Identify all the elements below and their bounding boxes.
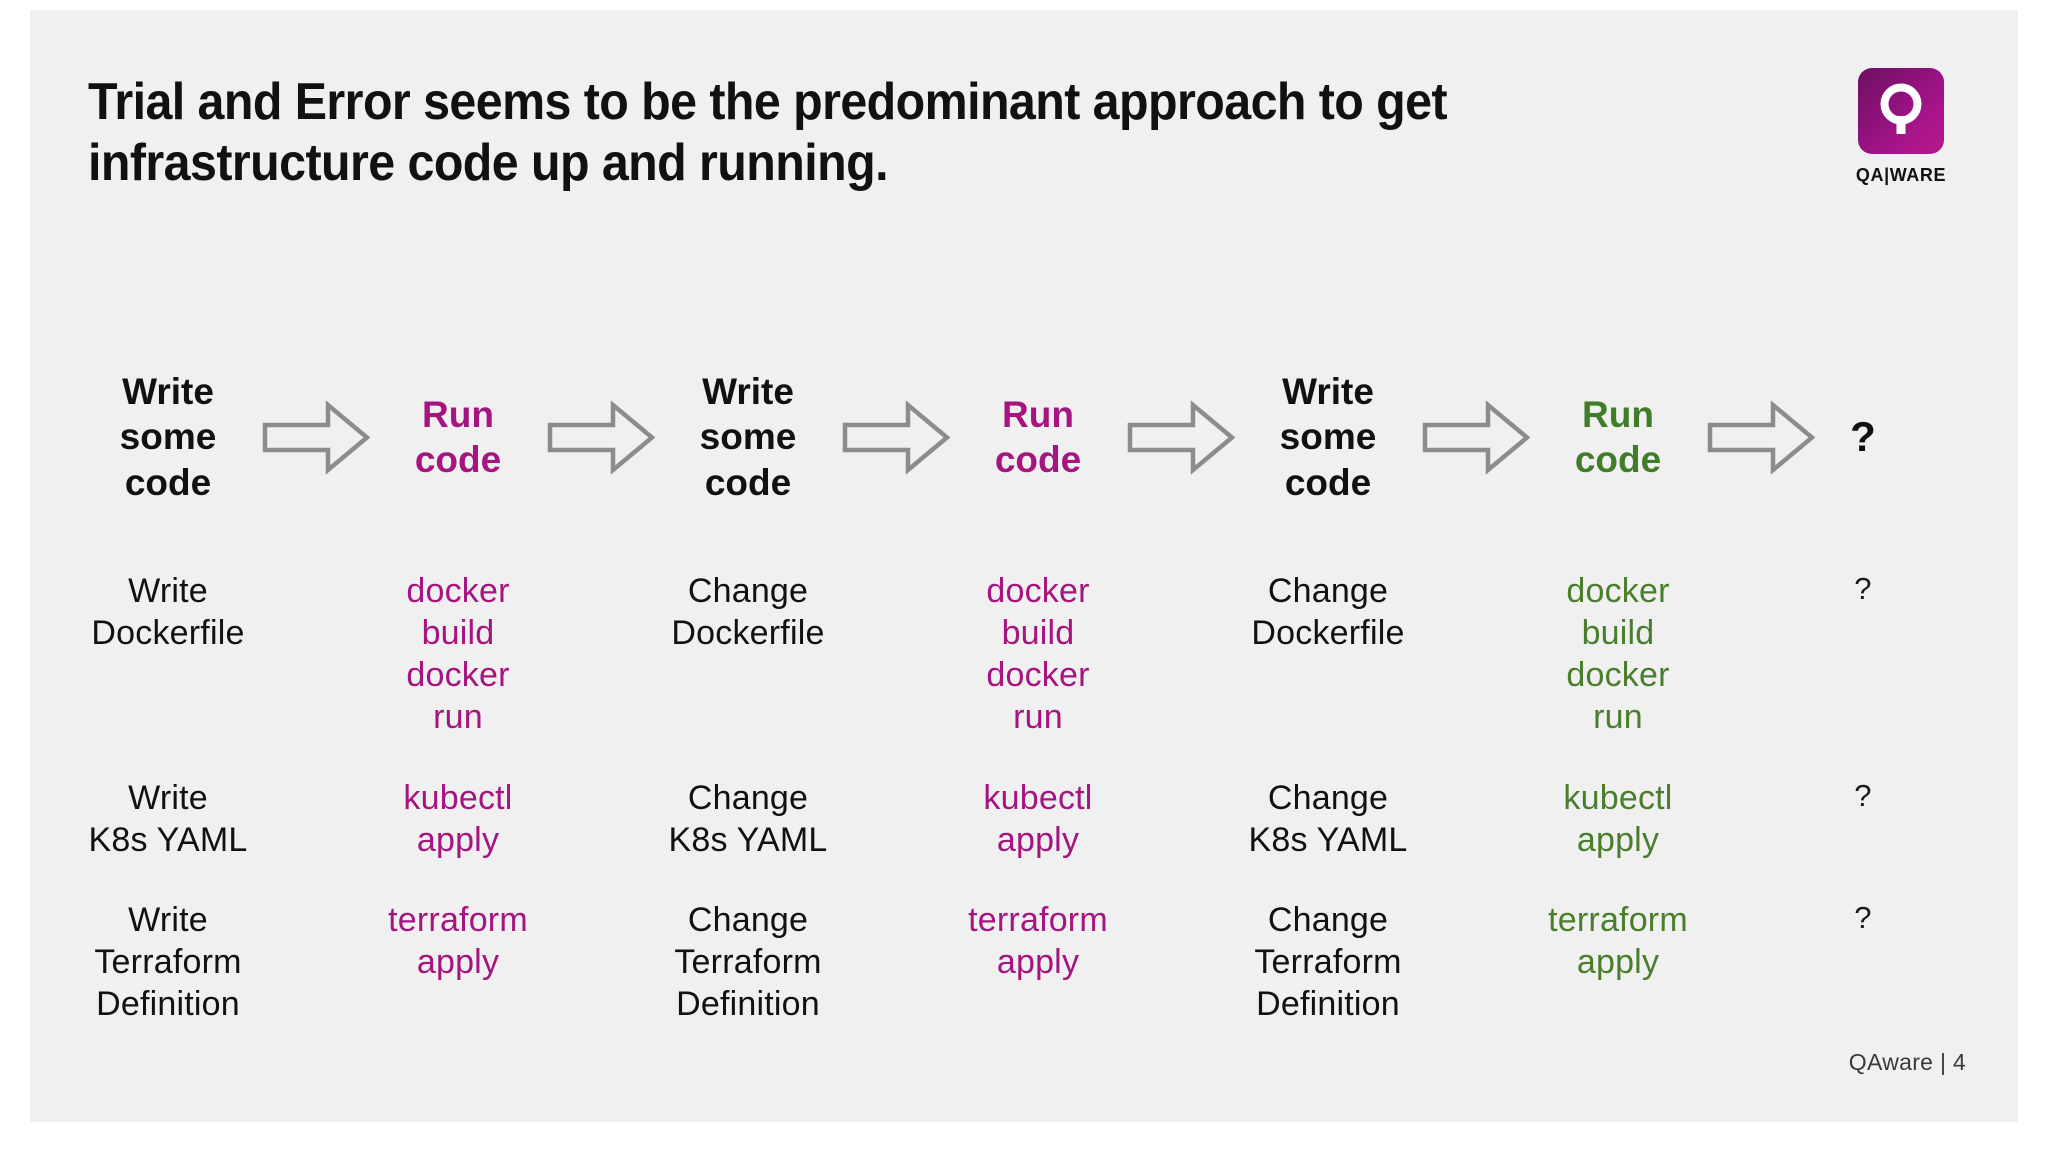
cell-docker-run-3: docker build docker run	[1566, 572, 1670, 737]
cell-docker-write-2: Change Dockerfile	[671, 572, 825, 653]
cell-terraform-write-1: Write Terraform Definition	[94, 900, 242, 1024]
cell-docker-run-1: docker build docker run	[406, 572, 510, 737]
cell-k8s-run-1: kubectl apply	[403, 778, 513, 859]
arrow-right-icon	[533, 399, 668, 475]
arrow-right-icon	[1113, 399, 1248, 475]
table-row: Write Terraform Definition terraform app…	[88, 899, 2018, 1025]
arrow-right-icon	[248, 399, 383, 475]
cell-terraform-run-2: terraform apply	[968, 900, 1108, 982]
qaware-logo-icon	[1858, 68, 1944, 154]
cell-k8s-write-1: Write K8s YAML	[88, 778, 248, 859]
cell-terraform-run-3: terraform apply	[1548, 900, 1688, 982]
arrow-right-icon	[1693, 399, 1828, 475]
cell-k8s-question: ?	[1854, 777, 1872, 813]
slide-canvas: Trial and Error seems to be the predomin…	[30, 10, 2018, 1122]
cell-terraform-write-2: Change Terraform Definition	[674, 900, 822, 1024]
cell-k8s-run-2: kubectl apply	[983, 778, 1093, 859]
flow-step-run-1: Run code	[414, 393, 502, 481]
arrow-right-icon	[1408, 399, 1543, 475]
flow-step-run-2: Run code	[994, 393, 1082, 481]
flow-step-write-2: Write some code	[699, 370, 797, 503]
cell-k8s-write-2: Change K8s YAML	[668, 778, 828, 859]
cell-docker-write-3: Change Dockerfile	[1251, 572, 1405, 653]
cell-k8s-run-3: kubectl apply	[1563, 778, 1673, 859]
table-row: Write K8s YAML kubectl apply Change K8s …	[88, 777, 2018, 861]
cell-terraform-write-3: Change Terraform Definition	[1254, 900, 1402, 1024]
flow-step-run-3: Run code	[1574, 393, 1662, 481]
cell-docker-run-2: docker build docker run	[986, 572, 1090, 737]
cell-docker-question: ?	[1854, 571, 1872, 606]
page-title: Trial and Error seems to be the predomin…	[88, 73, 1448, 193]
examples-grid: Write Dockerfile docker build docker run…	[88, 570, 2018, 1063]
arrow-right-icon	[828, 399, 963, 475]
cell-terraform-run-1: terraform apply	[388, 900, 528, 982]
table-row: Write Dockerfile docker build docker run…	[88, 570, 2018, 739]
flow-step-write-3: Write some code	[1279, 370, 1377, 503]
brand-wordmark: QA|WARE	[1855, 165, 1947, 185]
cell-docker-write-1: Write Dockerfile	[91, 572, 245, 653]
cell-k8s-write-3: Change K8s YAML	[1248, 778, 1408, 859]
brand-logo: QA|WARE	[1836, 68, 1966, 186]
process-flow: Write some code Run code Write some code…	[88, 362, 1968, 512]
cell-terraform-question: ?	[1854, 899, 1872, 935]
flow-step-write-1: Write some code	[119, 370, 217, 503]
flow-step-question: ?	[1850, 413, 1876, 461]
slide-footer: QAware | 4	[1848, 1049, 1966, 1075]
